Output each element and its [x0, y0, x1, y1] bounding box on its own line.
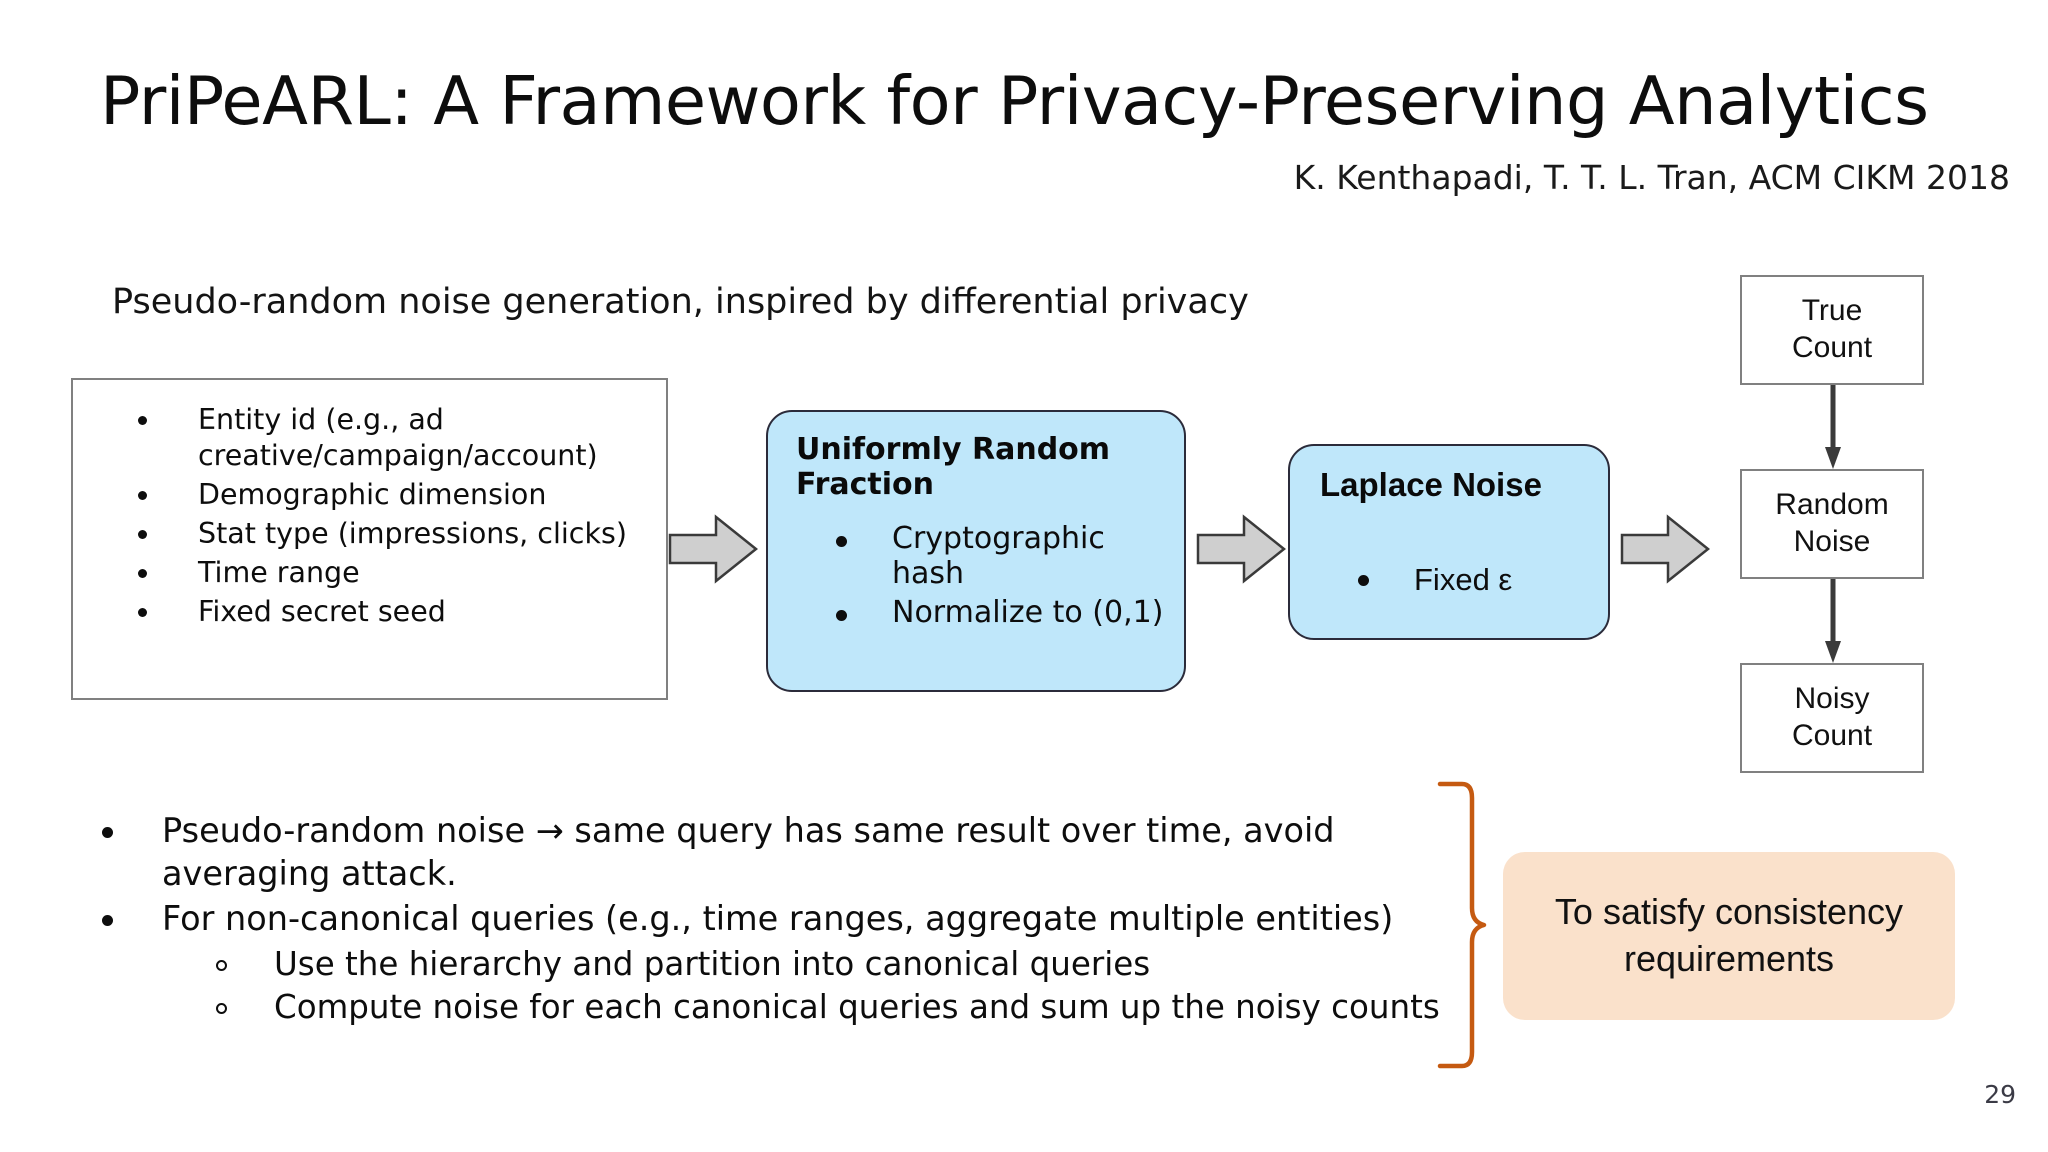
page-title: PriPeARL: A Framework for Privacy-Preser…: [100, 62, 1929, 140]
list-item: Pseudo-random noise → same query has sam…: [88, 810, 1488, 896]
bullet-text: Pseudo-random noise → same query has sam…: [162, 811, 1335, 893]
true-count-box: True Count: [1740, 275, 1924, 385]
list-item: Demographic dimension: [125, 477, 654, 513]
laplace-noise-box: Laplace Noise Fixed ε: [1288, 444, 1610, 640]
inputs-bullet-list: Entity id (e.g., ad creative/campaign/ac…: [73, 380, 666, 629]
bottom-sub-bullet-list: Use the hierarchy and partition into can…: [162, 943, 1488, 1029]
urf-bullet-list: Cryptographic hash Normalize to (0,1): [768, 521, 1184, 634]
page-number: 29: [1984, 1080, 2016, 1109]
list-item: Normalize to (0,1): [824, 595, 1166, 631]
bullet-text: For non-canonical queries (e.g., time ra…: [162, 898, 1394, 938]
list-item: Fixed secret seed: [125, 594, 654, 630]
right-block-arrow-icon: [1620, 513, 1711, 585]
laplace-bullet-list: Fixed ε: [1290, 561, 1608, 598]
noisy-count-box: Noisy Count: [1740, 663, 1924, 773]
list-item: Fixed ε: [1346, 561, 1598, 598]
section-heading: Pseudo-random noise generation, inspired…: [112, 282, 1249, 322]
laplace-box-title: Laplace Noise: [1320, 466, 1542, 503]
right-block-arrow-icon: [668, 513, 759, 585]
urf-box-title: Uniformly Random Fraction: [796, 432, 1111, 502]
consistency-callout-box: To satisfy consistency requirements: [1503, 852, 1955, 1020]
slide-subtitle-authors: K. Kenthapadi, T. T. L. Tran, ACM CIKM 2…: [1293, 158, 2010, 197]
down-arrow-icon: [1824, 385, 1842, 471]
inputs-box: Entity id (e.g., ad creative/campaign/ac…: [71, 378, 668, 700]
list-item: Stat type (impressions, clicks): [125, 516, 654, 552]
curly-brace-icon: [1432, 780, 1494, 1070]
list-item: Time range: [125, 555, 654, 591]
down-arrow-icon: [1824, 579, 1842, 665]
list-item: Compute noise for each canonical queries…: [162, 986, 1488, 1028]
list-item: For non-canonical queries (e.g., time ra…: [88, 898, 1488, 1028]
list-item: Cryptographic hash: [824, 521, 1166, 592]
bottom-bullet-list: Pseudo-random noise → same query has sam…: [88, 810, 1488, 1030]
uniformly-random-fraction-box: Uniformly Random Fraction Cryptographic …: [766, 410, 1186, 692]
random-noise-box: Random Noise: [1740, 469, 1924, 579]
right-block-arrow-icon: [1196, 513, 1287, 585]
list-item: Entity id (e.g., ad creative/campaign/ac…: [125, 402, 654, 474]
list-item: Use the hierarchy and partition into can…: [162, 943, 1488, 985]
